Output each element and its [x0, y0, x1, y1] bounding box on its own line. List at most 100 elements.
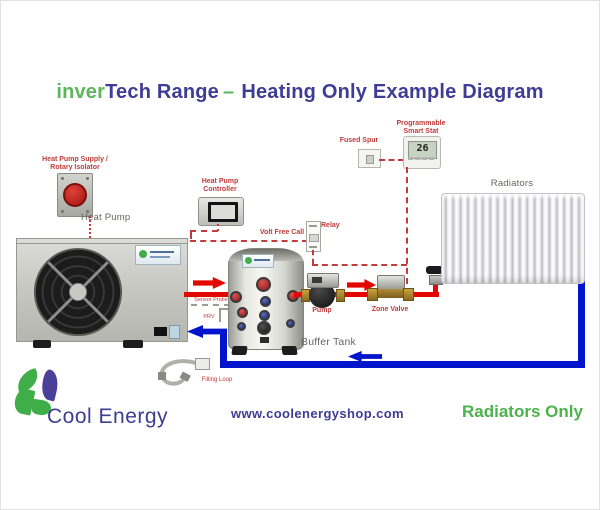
return-main-pipe — [220, 361, 585, 368]
smart-stat-label: Programmable Smart Stat — [396, 120, 446, 136]
screw-icon — [61, 210, 64, 213]
relay-terminal — [309, 246, 317, 248]
tank-port-red — [230, 291, 242, 303]
flow-pipe-tank-to-radiator — [294, 292, 439, 297]
zone-valve-nut — [403, 288, 414, 301]
volt-free-call-label: Volt Free Call — [259, 229, 305, 236]
rotary-isolator-device — [57, 173, 93, 217]
relay-device — [306, 221, 321, 252]
relay-terminal — [309, 225, 317, 227]
flow-riser-pipe — [433, 281, 438, 297]
radiators-label: Radiators — [490, 178, 534, 189]
red-rotary-knob-icon — [63, 183, 87, 207]
title-separator: – — [223, 81, 235, 103]
title-subject: Heating Only Example Diagram — [241, 81, 544, 103]
tank-port-red — [256, 277, 271, 292]
zone-valve-body — [375, 289, 405, 298]
pump-head — [307, 273, 339, 288]
sight-glass — [169, 325, 180, 339]
volt-free-call-wire — [190, 240, 308, 242]
filling-loop-valve — [195, 358, 210, 370]
screw-icon — [86, 210, 89, 213]
page-title: inverTech Range–Heating Only Example Dia… — [1, 81, 599, 104]
tank-port-blue — [259, 310, 270, 321]
fan-grille-icon — [33, 247, 123, 337]
relay-to-zonevalve-wire — [312, 264, 407, 266]
controller-label: Heat Pump Controller — [201, 178, 239, 194]
fused-spur-device — [358, 149, 381, 168]
return-pipe-from-radiator — [578, 280, 585, 368]
heat-pump-label: Heat Pump — [81, 212, 131, 223]
zone-valve-label: Zone Valve — [371, 306, 409, 313]
sticker-logo-icon — [139, 250, 147, 258]
tank-port-blue — [237, 322, 246, 331]
title-range: Tech Range — [105, 81, 219, 103]
flow-direction-arrow — [193, 277, 226, 289]
prv-label: PRV — [203, 314, 215, 320]
sensor-probe-wire — [191, 304, 230, 306]
tank-brand-sticker — [242, 254, 274, 268]
radiator — [441, 193, 585, 284]
trv-valve-cap — [426, 266, 443, 274]
controller-wire — [217, 224, 219, 231]
sticker-text-line — [254, 259, 270, 261]
fused-spur-label: Fused Spur — [339, 137, 379, 144]
controller-wire — [190, 230, 218, 232]
pump-display — [312, 277, 322, 283]
stat-buttons — [408, 147, 436, 165]
heat-pump-foot — [33, 340, 51, 348]
rotary-isolator-label: Heat Pump Supply / Rotary Isolator — [42, 156, 108, 172]
stat-button — [408, 157, 413, 160]
controller-screen — [208, 202, 238, 222]
panel-seam — [17, 243, 187, 244]
relay-window — [309, 234, 319, 242]
flow-pipe-heatpump-to-tank — [184, 292, 232, 297]
buffer-tank-label: Buffer Tank — [301, 336, 356, 348]
tank-drain — [260, 337, 269, 343]
isolator-to-heatpump-wire — [89, 216, 91, 238]
sticker-logo-icon — [245, 257, 252, 264]
zone-valve-actuator — [377, 275, 405, 290]
system-type-label: Radiators Only — [462, 402, 583, 421]
filling-loop-hose-icon — [158, 359, 201, 386]
return-riser-pipe — [220, 331, 227, 367]
tank-port-black — [257, 321, 271, 335]
tank-foot — [281, 346, 298, 355]
sticker-text-line — [150, 256, 170, 258]
heat-pump-unit — [16, 238, 188, 342]
return-direction-arrow — [348, 351, 382, 362]
relay-wire — [312, 250, 314, 264]
pump-label: Pump — [312, 307, 332, 314]
tank-port-red — [237, 307, 248, 318]
buffer-tank — [228, 248, 304, 350]
prv-pipe — [219, 308, 230, 310]
prv-pipe — [219, 308, 221, 322]
heat-pump-controller-device — [198, 197, 244, 226]
stat-button — [415, 157, 420, 160]
logo-text: Cool Energy — [47, 405, 169, 428]
sticker-text-line — [150, 251, 174, 253]
stat-to-zonevalve-wire — [406, 167, 408, 284]
controller-wire — [190, 230, 192, 239]
spur-to-stat-wire — [379, 159, 404, 161]
brand-sticker — [135, 245, 181, 265]
sensor-probe-label: Sensor Probe — [194, 297, 228, 303]
zone-valve-nut — [367, 288, 378, 301]
tank-port-blue — [260, 296, 271, 307]
website-text: www.coolenergyshop.com — [231, 406, 405, 421]
relay-label: Relay — [321, 222, 340, 229]
heat-pump-foot — [123, 340, 143, 348]
screw-icon — [86, 177, 89, 180]
tank-foot — [231, 346, 248, 355]
spur-switch — [366, 155, 374, 164]
logo-leaf — [38, 368, 62, 402]
tank-port-blue — [286, 319, 295, 328]
service-port — [154, 327, 167, 336]
stat-button — [422, 157, 427, 160]
smart-stat-device: 26 — [403, 136, 441, 169]
stat-button — [429, 157, 434, 160]
screw-icon — [61, 177, 64, 180]
pump-union-nut — [336, 289, 345, 302]
filling-loop-label: Filling Loop — [201, 377, 233, 383]
